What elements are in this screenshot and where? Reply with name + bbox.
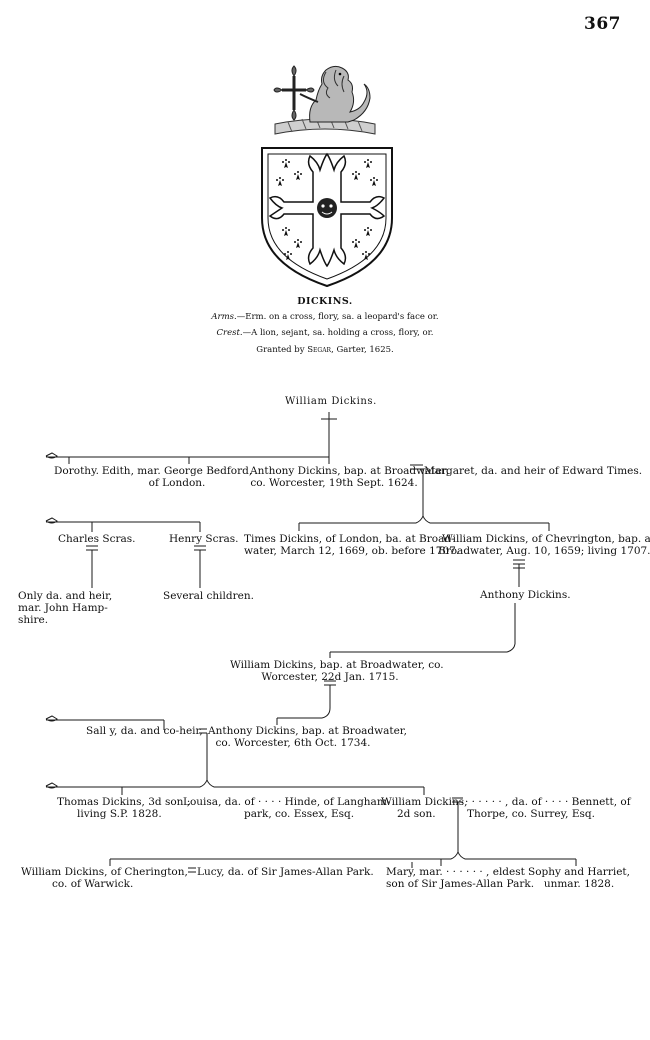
louisa-hinde-line-1: Louisa, da. of · · · · Hinde, of Langham… xyxy=(183,796,391,808)
edith-line-2: of London. xyxy=(148,477,206,489)
coat-of-arms-shield-icon xyxy=(261,147,393,288)
william-2d-son-line-2: 2d son. xyxy=(397,808,436,820)
charles-scras: Charles Scras. xyxy=(58,533,136,545)
crest-label: Crest. xyxy=(216,328,243,338)
william-cherington-line-1: William Dickins, of Cherington, xyxy=(21,866,188,878)
mary-line-2: son of Sir James-Allan Park. xyxy=(386,878,535,890)
henry-scras: Henry Scras. xyxy=(169,533,239,545)
william-2d-son-line-1: William Dickins, xyxy=(381,796,468,808)
root-william-dickins: William Dickins. xyxy=(285,396,377,407)
only-daughter-line-3: shire. xyxy=(18,614,49,626)
william-1715-line-1: William Dickins, bap. at Broadwater, co. xyxy=(230,659,444,671)
anthony-1734-line-1: Anthony Dickins, bap. at Broadwater, xyxy=(208,725,408,737)
arms-text: —Erm. on a cross, flory, sa. a leopard's… xyxy=(236,312,439,322)
thomas-dickins-line-2: living S.P. 1828. xyxy=(77,808,162,820)
arms-description: Arms.—Erm. on a cross, flory, sa. a leop… xyxy=(0,312,650,322)
times-dickins-line-1: Times Dickins, of London, ba. at Broad- xyxy=(244,533,455,545)
lion-crest-icon xyxy=(273,65,376,135)
bennett-wife-line-1: · · · · · · , da. of · · · · Bennett, of xyxy=(465,796,631,808)
only-daughter-line-2: mar. John Hamp- xyxy=(18,602,108,614)
page-number: 367 xyxy=(584,14,621,34)
anthony-1624-line-1: Anthony Dickins, bap. at Broadwater, xyxy=(250,465,450,477)
sophy-harriet-line-2: unmar. 1828. xyxy=(543,878,615,890)
times-dickins-line-2: water, March 12, 1669, ob. before 1707. xyxy=(244,545,460,557)
bennett-wife-line-2: Thorpe, co. Surrey, Esq. xyxy=(467,808,595,820)
edith-line-1: Edith, mar. George Bedford, xyxy=(101,465,253,477)
mary-line-1: Mary, mar. · · · · · · , eldest xyxy=(386,866,525,878)
crest-description: Crest.—A lion, sejant, sa. holding a cro… xyxy=(0,328,650,338)
grant-prefix: Granted by xyxy=(256,345,305,355)
anthony-1734-line-2: co. Worcester, 6th Oct. 1734. xyxy=(215,737,371,749)
grant-name: Segar xyxy=(307,345,332,355)
family-name: DICKINS. xyxy=(297,296,353,307)
anthony-1624-line-2: co. Worcester, 19th Sept. 1624. xyxy=(250,477,418,489)
lucy-park: Lucy, da. of Sir James-Allan Park. xyxy=(197,866,374,878)
dorothy: Dorothy. xyxy=(54,465,99,477)
sophy-harriet-line-1: Sophy and Harriet, xyxy=(528,866,630,878)
william-cherington-line-2: co. of Warwick. xyxy=(52,878,134,890)
several-children: Several children. xyxy=(163,590,254,602)
william-chevrington-line-2: Broadwater, Aug. 10, 1659; living 1707. xyxy=(438,545,650,557)
sally-co-heir: Sall y, da. and co-heir, xyxy=(86,725,203,737)
grant-suffix: , Garter, 1625. xyxy=(331,345,394,355)
william-1715-line-2: Worcester, 22d Jan. 1715. xyxy=(261,671,399,683)
william-chevrington-line-1: William Dickins, of Chevrington, bap. at xyxy=(442,533,650,545)
thomas-dickins-line-1: Thomas Dickins, 3d son ; xyxy=(57,796,191,808)
margaret-times: Margaret, da. and heir of Edward Times. xyxy=(424,465,643,477)
grant-line: Granted by Segar, Garter, 1625. xyxy=(0,345,650,355)
arms-label: Arms. xyxy=(211,312,237,322)
only-daughter-line-1: Only da. and heir, xyxy=(18,590,113,602)
anthony-dickins-gen3: Anthony Dickins. xyxy=(480,589,571,601)
crest-text: —A lion, sejant, sa. holding a cross, fl… xyxy=(242,328,434,338)
louisa-hinde-line-2: park, co. Essex, Esq. xyxy=(244,808,355,820)
